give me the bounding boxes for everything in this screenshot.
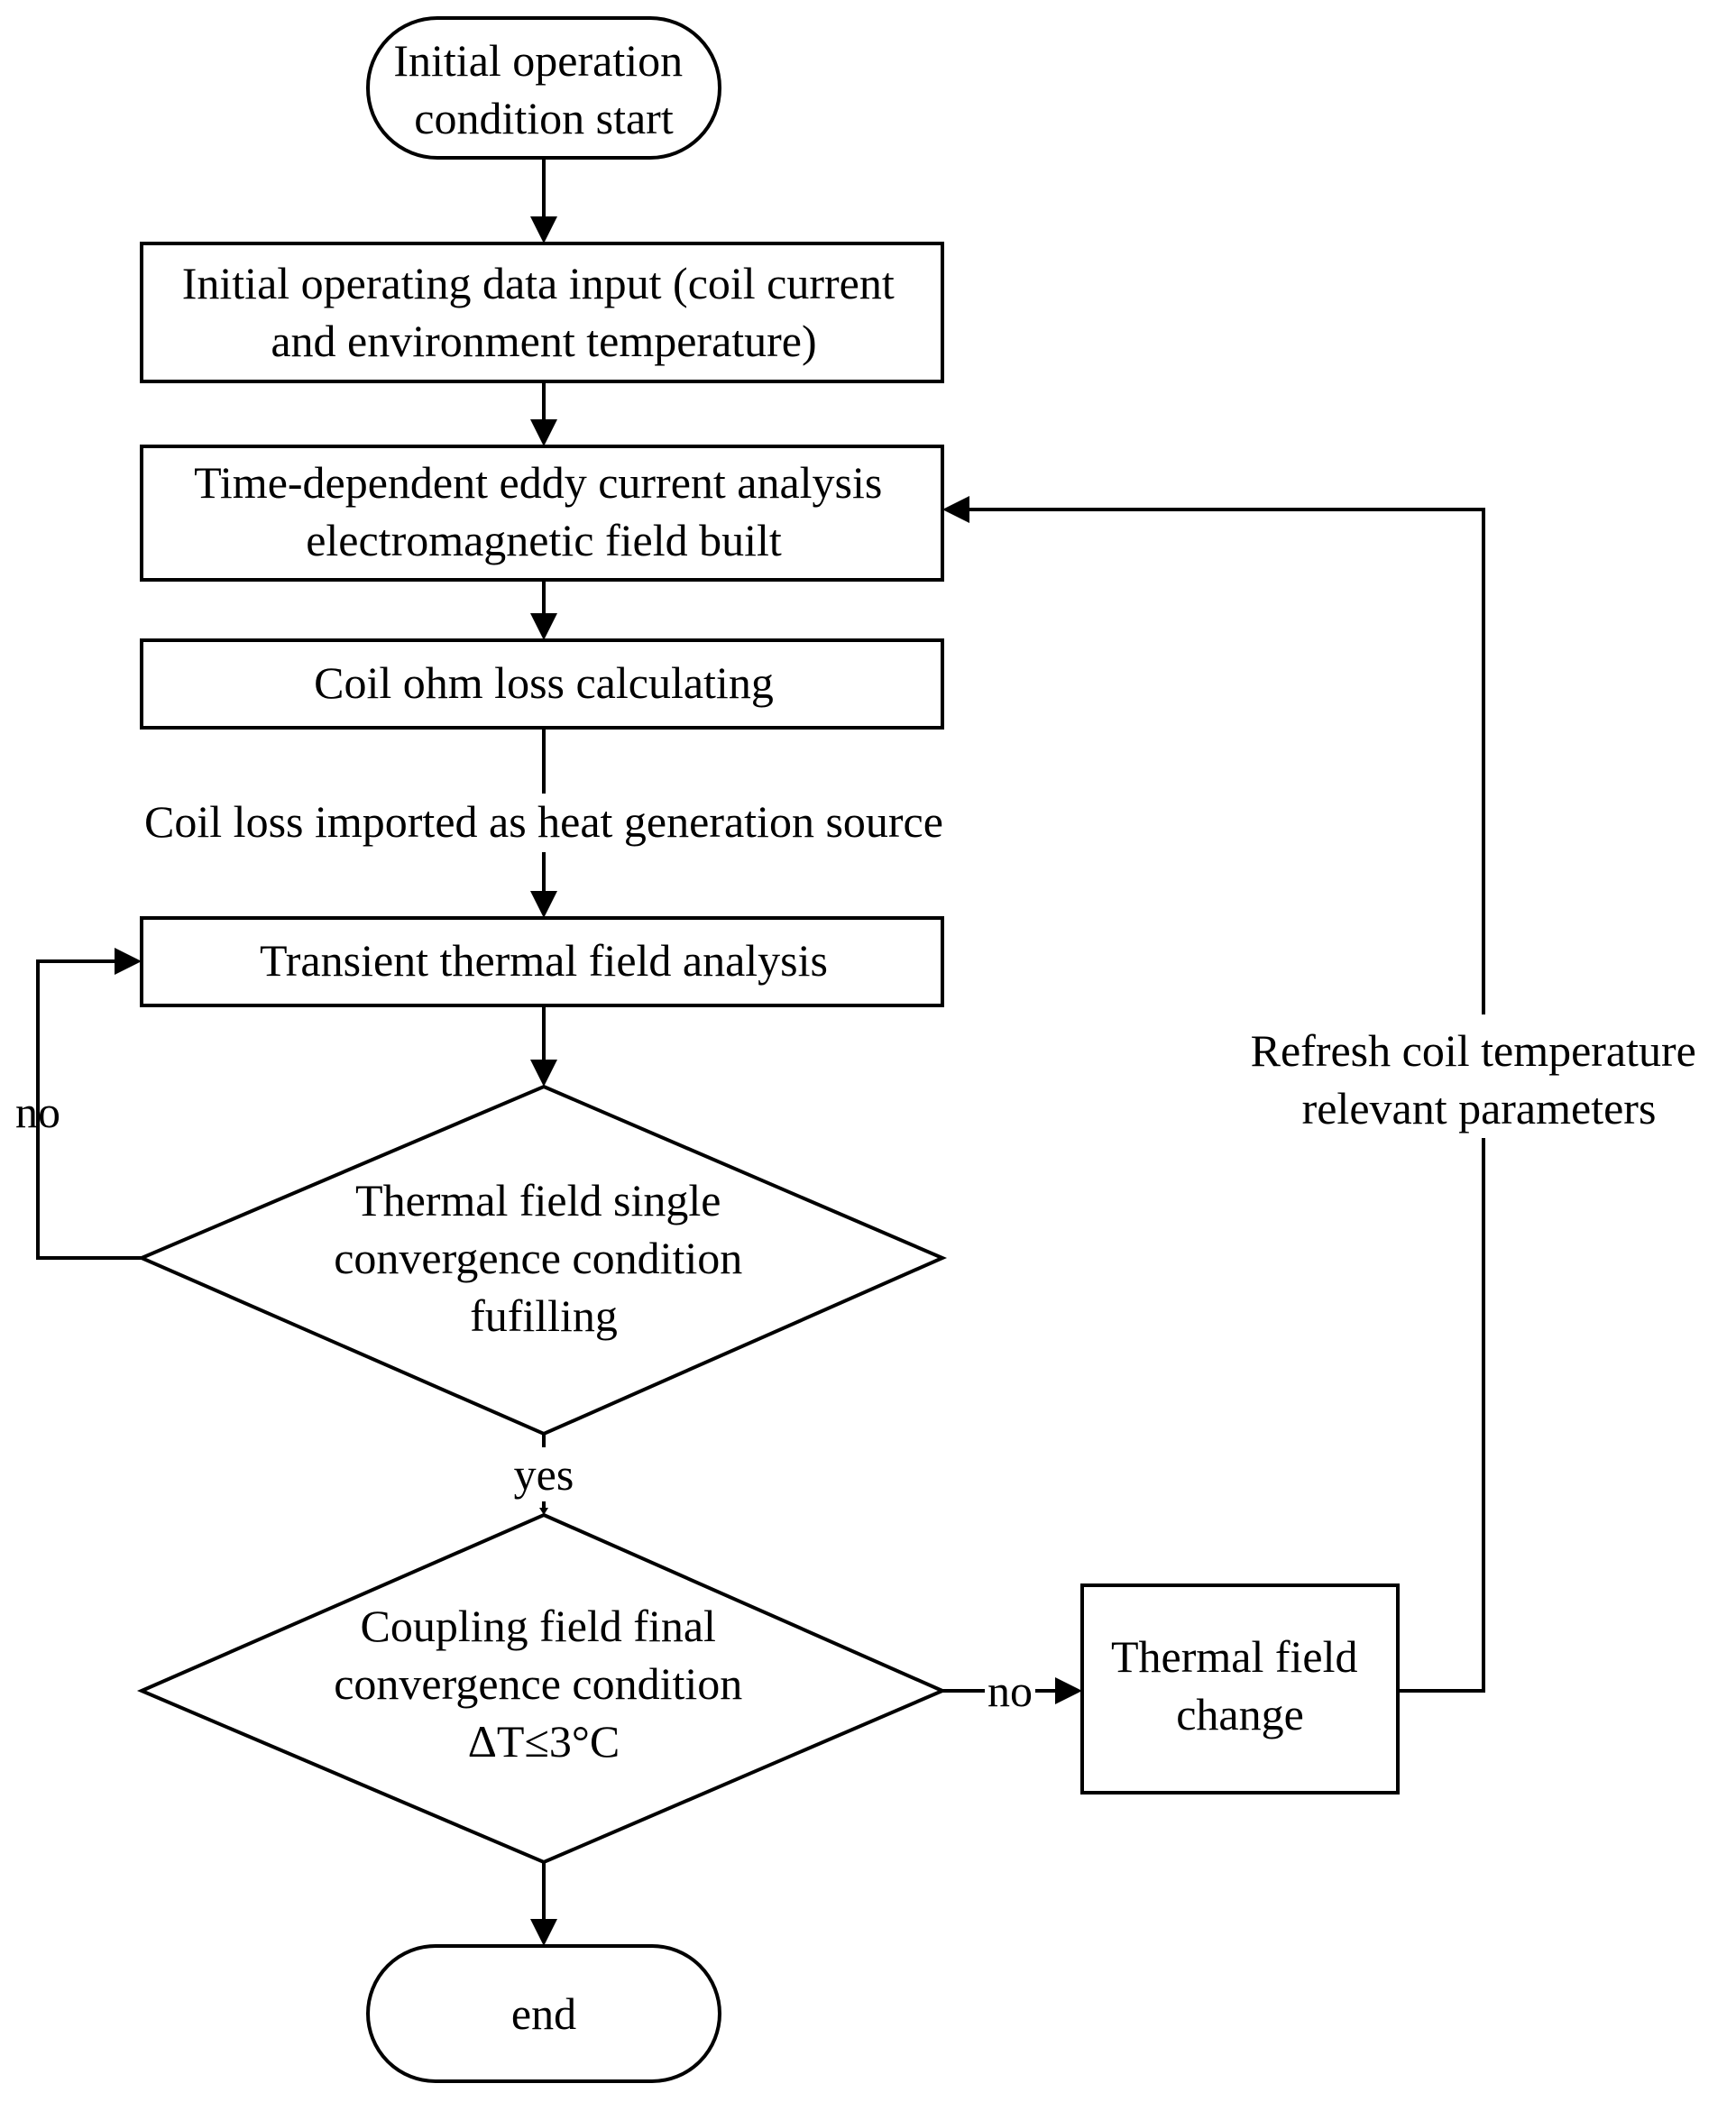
- edge-refresh-lower: [1398, 1138, 1485, 1693]
- arrowhead-icon: [530, 419, 557, 446]
- data-input-label: Initial operating data input (coil curre…: [182, 258, 906, 366]
- arrowhead-icon: [530, 1919, 557, 1946]
- arrowhead-icon: [942, 496, 969, 523]
- single-convergence-label: Thermal field single convergence conditi…: [334, 1175, 754, 1341]
- final-convergence-label: Coupling field final convergence conditi…: [334, 1601, 754, 1767]
- arrowhead-icon: [1055, 1677, 1082, 1704]
- single-yes-label: yes: [514, 1449, 574, 1500]
- single-no-label: no: [15, 1087, 60, 1137]
- heat-source-label: Coil loss imported as heat generation so…: [144, 796, 943, 847]
- eddy-analysis-label: Time-dependent eddy current analysis ele…: [194, 457, 894, 565]
- start-label: Initial operation condition start: [393, 35, 693, 143]
- refresh-label: Refresh coil temperature relevant parame…: [1251, 1025, 1708, 1134]
- arrowhead-icon: [115, 948, 142, 975]
- ohm-loss-box: [140, 638, 944, 730]
- transient-thermal-label: Transient thermal field analysis: [260, 935, 828, 986]
- eddy-analysis-box: [140, 445, 944, 582]
- arrowhead-icon: [530, 613, 557, 640]
- thermal-change-label: Thermal field change: [1111, 1631, 1369, 1739]
- thermal-change-box: [1080, 1583, 1400, 1795]
- arrowhead-icon: [530, 216, 557, 243]
- edge-single-no-loop: [36, 959, 142, 1260]
- end-label: end: [511, 1988, 576, 2039]
- ohm-loss-label: Coil ohm loss calculating: [314, 657, 774, 708]
- arrowhead-icon: [539, 1508, 548, 1515]
- arrowhead-icon: [530, 891, 557, 918]
- arrowhead-icon: [530, 1060, 557, 1087]
- data-input-box: [140, 242, 944, 383]
- edge-refresh-upper: [969, 508, 1485, 1014]
- final-no-label: no: [987, 1666, 1033, 1716]
